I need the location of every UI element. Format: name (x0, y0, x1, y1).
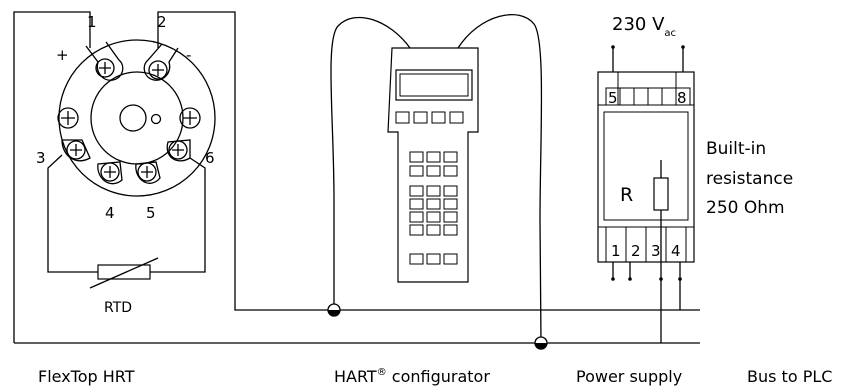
bottom-terminal-1: 1 (611, 242, 621, 260)
terminal-label-5: 5 (146, 204, 156, 222)
resistance-note-line-2: resistance (706, 169, 793, 189)
terminal-label-6: 6 (205, 149, 215, 167)
voltage-label: 230 Vac (612, 14, 676, 39)
terminal-screw-2 (143, 43, 179, 81)
resistor-label: R (620, 184, 633, 206)
junction-dot-left (327, 303, 341, 317)
top-terminal-5: 5 (608, 89, 618, 107)
top-terminal-strip (605, 72, 691, 106)
transmitter-center-hole (119, 104, 147, 132)
caption-bus-to-plc: Bus to PLC (747, 367, 832, 386)
resistance-note-line-3: 250 Ohm (706, 198, 785, 218)
terminal-screw-left-mid (57, 107, 79, 129)
terminal-label-2: 2 (157, 13, 167, 31)
rtd-label: RTD (104, 300, 132, 316)
builtin-resistor (653, 177, 669, 211)
terminal-screw-3 (61, 139, 91, 162)
bottom-terminal-3: 3 (651, 242, 661, 260)
terminal-screw-4 (97, 161, 123, 185)
top-terminal-8: 8 (677, 89, 687, 107)
registered-mark: ® (377, 367, 387, 378)
unused-leads (612, 262, 631, 278)
junction-dot-right (534, 336, 548, 350)
terminal-screw-1 (85, 41, 124, 81)
configurator-cable-right (457, 14, 543, 344)
terminal-screw-right-mid (179, 107, 201, 129)
voltage-subscript: ac (664, 28, 676, 39)
plus-sign: + (56, 46, 69, 64)
caption-power-supply: Power supply (576, 367, 682, 386)
terminal-label-3: 3 (36, 149, 46, 167)
bottom-terminal-strip (605, 226, 687, 263)
transmitter-head (58, 39, 216, 197)
configurator-cable-left (330, 16, 411, 310)
rtd-resistor (97, 264, 151, 280)
transmitter-small-hole (150, 113, 162, 125)
bottom-terminal-2: 2 (631, 242, 641, 260)
configurator-body (387, 47, 479, 283)
terminal-screw-5 (135, 161, 161, 184)
power-supply-block: 230 Vac 5 8 1 2 3 4 R Built-in resistanc… (597, 14, 793, 343)
caption-flextop: FlexTop HRT (38, 367, 135, 386)
configurator-screen (395, 69, 473, 101)
rtd-variable-arrow (89, 257, 159, 289)
hart-configurator (330, 14, 543, 344)
terminal-label-1: 1 (87, 13, 97, 31)
terminal-label-4: 4 (105, 204, 115, 222)
configurator-function-keys (395, 111, 464, 124)
rtd-loop-wire (47, 154, 206, 273)
bottom-terminal-4: 4 (671, 242, 681, 260)
transmitter-block: 1 2 3 4 5 6 + - RTD (13, 11, 700, 343)
resistance-note-line-1: Built-in (706, 139, 766, 159)
terminal-screw-6 (166, 139, 191, 162)
configurator-keypad (409, 151, 458, 265)
minus-sign: - (186, 46, 191, 64)
transmitter-frame (13, 11, 700, 343)
caption-hart-configurator: HART® configurator (334, 367, 490, 386)
